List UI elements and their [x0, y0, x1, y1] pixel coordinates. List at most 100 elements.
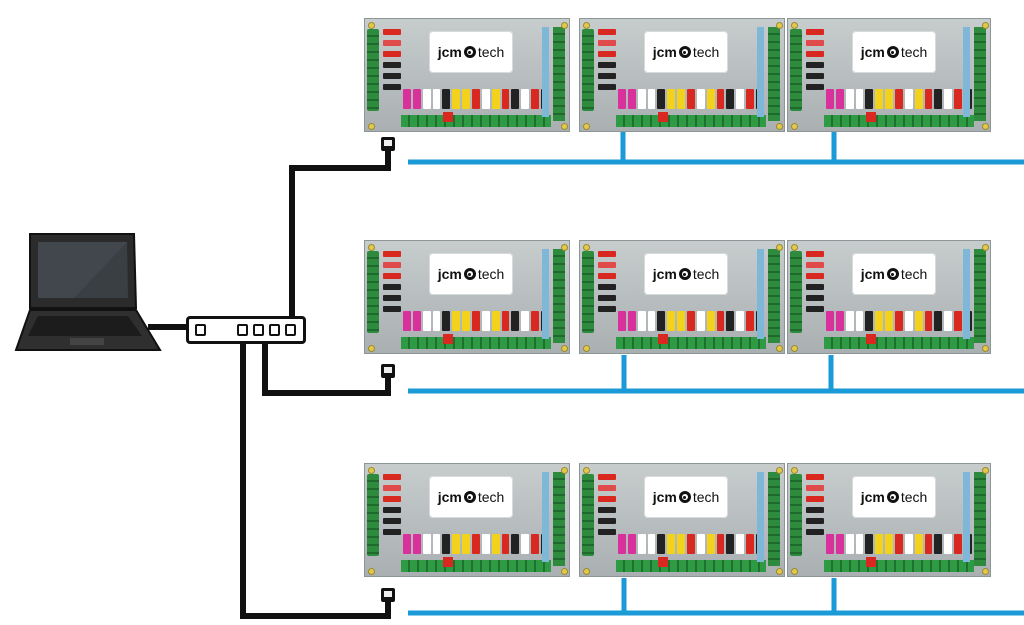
connector: [855, 534, 864, 554]
connector: [716, 89, 725, 109]
connector-strip: [826, 311, 972, 331]
logo-mark-icon: [463, 491, 476, 503]
connector: [835, 89, 844, 109]
logo-prefix: jcm: [860, 489, 885, 505]
led: [806, 262, 824, 268]
connector: [511, 89, 520, 109]
connector: [736, 534, 745, 554]
logo-suffix: tech: [900, 489, 928, 505]
connector: [924, 311, 933, 331]
mounting-hole: [583, 123, 590, 130]
led: [806, 29, 824, 35]
connector: [521, 534, 530, 554]
connector: [452, 534, 461, 554]
mounting-hole: [982, 467, 989, 474]
connector: [667, 89, 676, 109]
dip-switch: [443, 334, 453, 344]
rj45-connector-icon: [381, 364, 395, 378]
connector: [481, 311, 490, 331]
led: [598, 485, 616, 491]
connector: [826, 311, 834, 331]
connector-strip: [403, 311, 549, 331]
connector: [627, 534, 636, 554]
led: [806, 73, 824, 79]
logo-mark-icon: [678, 268, 691, 280]
connector: [875, 311, 884, 331]
connector: [422, 89, 431, 109]
network-switch: [186, 316, 306, 344]
connector-strip: [826, 89, 972, 109]
connector: [895, 311, 903, 331]
mounting-hole: [368, 22, 375, 29]
connector: [875, 89, 884, 109]
connector: [924, 534, 933, 554]
mounting-hole: [776, 244, 783, 251]
connector: [885, 89, 894, 109]
bus-connector: [757, 472, 764, 562]
led: [806, 485, 824, 491]
connector-strip: [618, 311, 764, 331]
right-terminal-block: [553, 249, 565, 343]
mounting-hole: [791, 568, 798, 575]
connector: [521, 89, 530, 109]
terminal-block: [790, 251, 802, 333]
logo-prefix: jcm: [652, 44, 677, 60]
led: [383, 474, 401, 480]
led: [806, 507, 824, 513]
connector: [746, 89, 755, 109]
connector: [706, 311, 715, 331]
mounting-hole: [368, 568, 375, 575]
connector: [954, 534, 963, 554]
led: [598, 40, 616, 46]
bottom-terminal-block: [401, 115, 551, 127]
logo-suffix: tech: [692, 266, 720, 282]
connector: [706, 534, 715, 554]
mounting-hole: [776, 345, 783, 352]
dip-switch: [658, 334, 668, 344]
connector: [677, 311, 686, 331]
mounting-hole: [561, 244, 568, 251]
bus-connector: [542, 27, 549, 117]
led: [383, 29, 401, 35]
led: [383, 518, 401, 524]
connector: [865, 534, 874, 554]
bus-connector: [757, 27, 764, 117]
dip-switch: [866, 334, 876, 344]
led: [383, 73, 401, 79]
logo-mark-icon: [678, 46, 691, 58]
led: [806, 284, 824, 290]
connector-strip: [618, 89, 764, 109]
connector: [657, 534, 666, 554]
right-terminal-block: [768, 27, 780, 121]
status-leds: [806, 29, 824, 95]
logo-suffix: tech: [900, 44, 928, 60]
connector: [726, 534, 735, 554]
led: [598, 496, 616, 502]
connector: [855, 311, 864, 331]
bottom-terminal-block: [824, 337, 974, 349]
mounting-hole: [561, 467, 568, 474]
connector: [432, 534, 441, 554]
connector: [531, 311, 540, 331]
connector: [422, 311, 431, 331]
terminal-block: [582, 474, 594, 556]
mounting-hole: [776, 123, 783, 130]
connector: [462, 534, 471, 554]
connector: [746, 311, 755, 331]
connector: [618, 89, 626, 109]
connector: [696, 89, 705, 109]
mounting-hole: [368, 345, 375, 352]
connector: [677, 89, 686, 109]
bus-connector: [963, 249, 970, 339]
terminal-block: [582, 251, 594, 333]
connector: [422, 534, 431, 554]
mounting-hole: [776, 467, 783, 474]
